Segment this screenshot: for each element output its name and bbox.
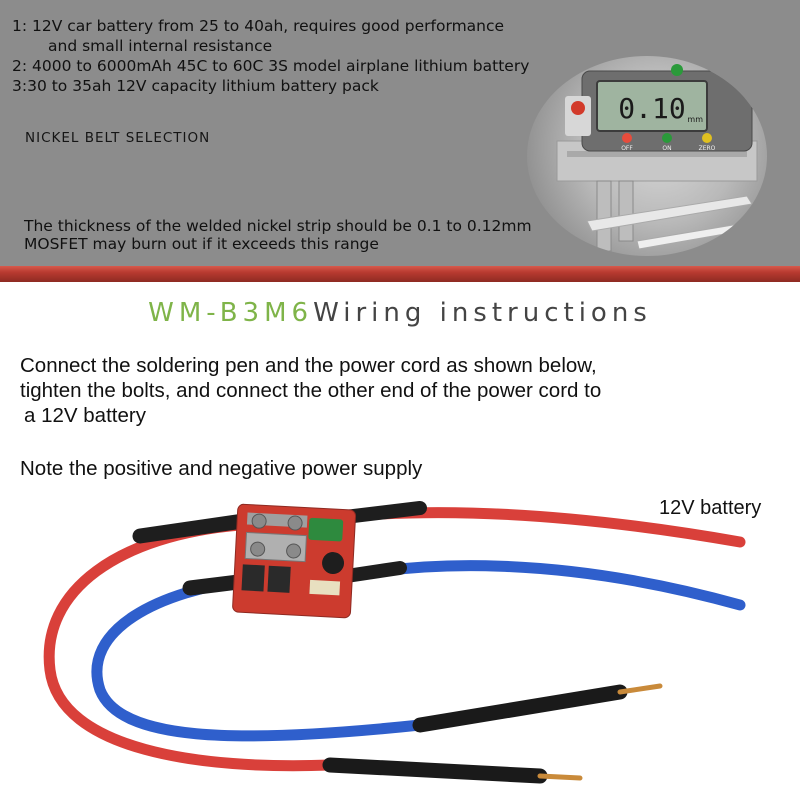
instruction-line: a 12V battery <box>24 404 146 427</box>
wiring-title: Wiring instructions <box>313 298 652 328</box>
requirement-line: 1: 12V car battery from 25 to 40ah, requ… <box>12 17 505 35</box>
instruction-line: tighten the bolts, and connect the other… <box>20 379 602 402</box>
battery-label: 12V battery <box>659 497 762 519</box>
instruction-line: Connect the soldering pen and the power … <box>20 354 597 377</box>
wiring-heading: WM-B3M6Wiring instructions <box>0 298 800 328</box>
caliper-zero-label: ZERO <box>699 145 716 152</box>
caliper-unit: mm <box>687 115 703 124</box>
nickel-belt-title: NICKEL BELT SELECTION <box>25 130 211 146</box>
caliper-photo: 0.10 mm OFF ON ZERO <box>527 56 767 256</box>
requirement-line: and small internal resistance <box>48 37 273 55</box>
requirement-line: 2: 4000 to 6000mAh 45C to 60C 3S model a… <box>12 57 530 75</box>
model-name: WM-B3M6 <box>148 298 314 328</box>
mosfet-warning-note: MOSFET may burn out if it exceeds this r… <box>24 235 379 253</box>
caliper-reading: 0.10 <box>618 92 685 125</box>
spot-welder-wiring-photo <box>43 501 746 784</box>
caliper-on-label: ON <box>662 145 671 152</box>
nickel-thickness-note: The thickness of the welded nickel strip… <box>24 217 532 235</box>
caliper-off-label: OFF <box>621 145 633 152</box>
battery-requirements-panel: 1: 12V car battery from 25 to 40ah, requ… <box>0 0 800 268</box>
polarity-note: Note the positive and negative power sup… <box>20 457 423 480</box>
requirement-line: 3:30 to 35ah 12V capacity lithium batter… <box>12 77 379 95</box>
section-divider <box>0 266 800 282</box>
